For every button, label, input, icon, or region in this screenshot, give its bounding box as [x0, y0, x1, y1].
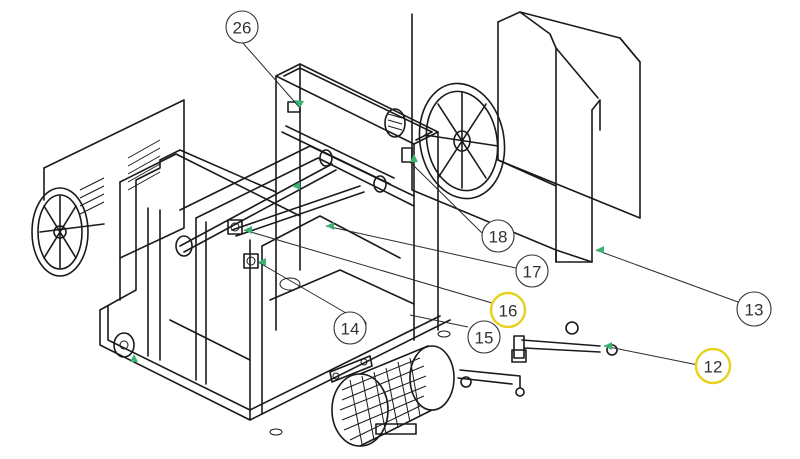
callout-14: 14 [333, 311, 367, 345]
callout-18-label: 18 [489, 228, 508, 247]
shaft-assembly [175, 101, 413, 269]
main-frame [99, 63, 451, 436]
fan-wheel-left [31, 187, 105, 277]
callout-15-label: 15 [475, 329, 494, 348]
callout-14-label: 14 [341, 320, 360, 339]
callout-26: 26 [225, 10, 259, 44]
linkage-arms [457, 321, 618, 397]
callout-13: 13 [736, 291, 772, 327]
caster-wheel [113, 332, 135, 358]
callout-15: 15 [467, 320, 501, 354]
coupling [384, 108, 406, 138]
rear-housing-panel [411, 11, 641, 263]
callout-18: 18 [481, 219, 515, 253]
callout-13-label: 13 [745, 301, 764, 320]
leader-lines [241, 41, 739, 366]
callout-16: 16 [489, 291, 527, 329]
arrowheads [130, 100, 612, 362]
fan-wheel-right [418, 82, 506, 200]
callout-16-label: 16 [499, 302, 518, 321]
callout-17: 17 [515, 254, 549, 288]
motor [331, 345, 455, 447]
callout-26-label: 26 [233, 19, 252, 38]
callout-12-label: 12 [704, 358, 723, 377]
callout-12: 12 [694, 347, 732, 385]
callout-17-label: 17 [523, 263, 542, 282]
